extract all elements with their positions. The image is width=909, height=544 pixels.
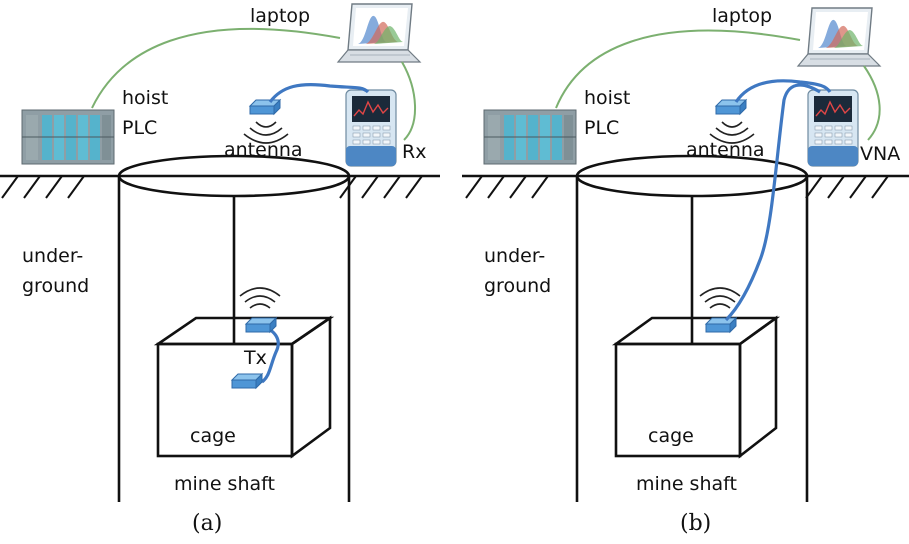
radio-waves-surface	[709, 121, 755, 144]
ground-hatching	[465, 175, 889, 199]
radio-waves-cage	[699, 287, 741, 309]
under-label: under-	[484, 245, 545, 267]
vna-label: VNA	[860, 143, 900, 165]
laptop-label: laptop	[250, 5, 310, 27]
antenna-label: antenna	[224, 139, 303, 161]
laptop-icon	[337, 3, 421, 63]
laptop-rx-link	[401, 61, 416, 141]
rx-analyser	[345, 89, 397, 167]
panel-a	[0, 3, 440, 502]
hoist-label: hoist	[584, 87, 630, 109]
plc-label: PLC	[122, 117, 157, 139]
laptop-vna-link	[863, 65, 881, 141]
ground-label: ground	[22, 275, 89, 297]
panel-b-labels: laptop hoist PLC antenna VNA under- grou…	[484, 5, 900, 536]
antenna-rx-cable	[268, 82, 370, 103]
caption-b: (b)	[680, 511, 711, 536]
caption-a: (a)	[192, 511, 222, 536]
panel-b	[462, 7, 909, 502]
cage	[153, 315, 335, 459]
antenna-vna-cable	[734, 79, 832, 103]
under-label: under-	[22, 245, 83, 267]
mine-shaft-label: mine shaft	[636, 473, 737, 495]
cage	[611, 315, 781, 459]
antenna-label: antenna	[686, 139, 765, 161]
radio-waves-surface	[243, 121, 289, 144]
plc-rack	[21, 109, 115, 165]
plc-rack	[483, 109, 577, 165]
plc-laptop-link	[555, 29, 801, 109]
surface-antenna	[249, 99, 281, 115]
laptop-icon	[797, 7, 881, 67]
radio-waves-cage	[239, 287, 281, 309]
cage-antenna	[245, 317, 277, 333]
tx-antenna	[231, 373, 263, 389]
rx-label: Rx	[402, 141, 426, 163]
laptop-label: laptop	[712, 5, 772, 27]
plc-label: PLC	[584, 117, 619, 139]
hoist-label: hoist	[122, 87, 168, 109]
panel-a-labels: laptop hoist PLC antenna Rx under- groun…	[22, 5, 426, 536]
tx-label: Tx	[243, 347, 267, 369]
surface-antenna	[715, 99, 747, 115]
vna-cage-cable	[724, 83, 821, 322]
cage-label: cage	[648, 425, 694, 447]
mine-shaft-label: mine shaft	[174, 473, 275, 495]
cage-label: cage	[190, 425, 236, 447]
ground-label: ground	[484, 275, 551, 297]
plc-laptop-link	[91, 27, 341, 109]
cage-antenna	[705, 317, 737, 333]
vna-analyser	[807, 89, 859, 167]
